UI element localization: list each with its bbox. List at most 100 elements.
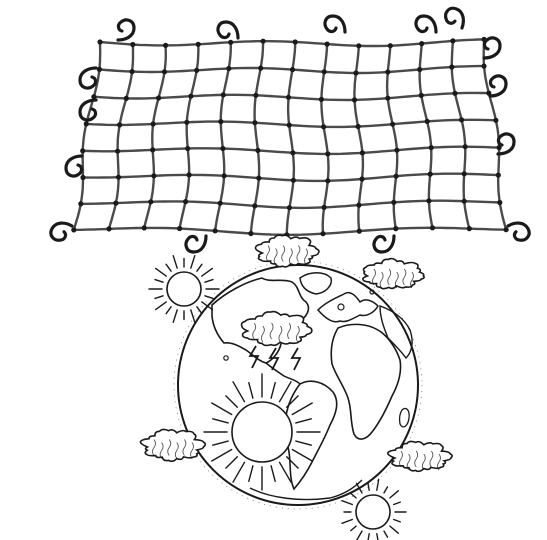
continent-greenland	[299, 272, 333, 295]
sun-ray	[211, 402, 233, 416]
net-knot	[252, 120, 258, 126]
lightning-bolt	[248, 345, 260, 369]
net-knot	[461, 171, 467, 177]
net-knot	[419, 41, 425, 47]
net-knot	[356, 43, 362, 49]
net-knot	[161, 69, 168, 75]
cloud-texture	[278, 325, 283, 343]
sun-ray	[248, 382, 254, 399]
net-cord-vertical	[107, 44, 135, 230]
cloud	[362, 257, 425, 290]
net-knot	[452, 90, 458, 96]
net-knot	[141, 225, 147, 231]
net-hook	[184, 234, 208, 254]
sun-ray	[350, 525, 357, 532]
sun-ray	[389, 525, 399, 534]
net-knot	[212, 228, 218, 234]
net-knot	[286, 205, 292, 211]
net-knot	[106, 226, 112, 232]
cloud-texture	[182, 439, 187, 456]
cloud-texture	[174, 442, 179, 459]
cloud-texture	[269, 322, 274, 340]
net-knot	[390, 121, 396, 127]
net-cord-vertical	[450, 40, 471, 229]
sun-ray	[190, 254, 196, 269]
net-knot	[258, 65, 264, 71]
net-knot	[359, 150, 365, 156]
net-knot	[427, 171, 433, 177]
net-knot	[80, 148, 86, 154]
net-hook	[216, 20, 240, 40]
net-knot	[151, 173, 157, 179]
continent-madagascar	[398, 407, 410, 428]
net-knot	[325, 178, 331, 184]
net-knot	[462, 144, 468, 150]
net-knot	[252, 203, 258, 209]
cloud-outline	[362, 257, 425, 290]
net-hook	[78, 66, 98, 90]
cloud-texture	[414, 450, 419, 468]
net-knot	[71, 227, 77, 233]
net-knot	[353, 70, 359, 76]
net-knot	[324, 41, 330, 47]
net-knot	[156, 95, 162, 101]
net-knot	[195, 41, 201, 47]
cloud-texture	[281, 245, 286, 262]
cloud	[139, 428, 207, 463]
net-knot	[113, 200, 119, 206]
net-knot	[393, 226, 399, 232]
sun-ray	[196, 306, 203, 315]
sun-ray	[248, 465, 254, 482]
sun-ray	[172, 254, 178, 269]
net-knot	[290, 177, 296, 183]
net-hook	[78, 98, 98, 122]
net-knot	[426, 198, 432, 204]
sun-ray	[389, 490, 399, 499]
cloud-texture	[402, 268, 407, 286]
sun-ray	[376, 533, 379, 540]
net-knot	[385, 95, 391, 101]
cloud-texture	[266, 245, 270, 262]
net-knot	[186, 172, 192, 178]
cloud-texture	[379, 271, 384, 289]
cloud-outline	[386, 440, 453, 473]
net-knot	[449, 64, 455, 70]
cloud-texture	[410, 271, 414, 289]
net-knot	[148, 199, 154, 205]
sun-ray	[201, 267, 214, 277]
net-knot	[117, 122, 123, 128]
sun-ray	[341, 500, 353, 506]
net-hook	[116, 18, 136, 42]
cloud-texture	[296, 245, 301, 262]
sun-ray	[383, 486, 389, 494]
net-knot	[163, 42, 169, 49]
net-cord-vertical	[213, 42, 232, 231]
sun-disc	[231, 401, 293, 463]
net-knot	[325, 151, 331, 157]
net-knot	[115, 174, 122, 180]
net-cord-vertical	[385, 45, 399, 229]
continent-central-america	[265, 362, 301, 385]
sun-ray	[154, 295, 164, 300]
net-cord-vertical	[72, 41, 102, 231]
sun-ray	[201, 301, 214, 311]
cloud-texture	[287, 322, 292, 340]
island-scandinavian	[369, 289, 375, 295]
net-knot	[194, 67, 200, 73]
sun-ray	[172, 309, 178, 323]
net-hook	[414, 14, 438, 34]
net-knot	[393, 173, 399, 179]
lightning-bolt	[268, 347, 280, 371]
sun-ray	[393, 518, 401, 523]
net-hook	[372, 234, 396, 254]
net-knot	[459, 117, 465, 123]
sun-ray	[190, 309, 196, 323]
sun-ray	[211, 440, 229, 446]
net-knot	[292, 39, 298, 45]
net-knot	[183, 199, 189, 205]
cloud-texture	[304, 248, 308, 265]
sun-disc	[355, 494, 391, 530]
cloud-texture	[252, 322, 257, 340]
net-knot	[321, 124, 327, 130]
cloud-texture	[387, 268, 392, 286]
